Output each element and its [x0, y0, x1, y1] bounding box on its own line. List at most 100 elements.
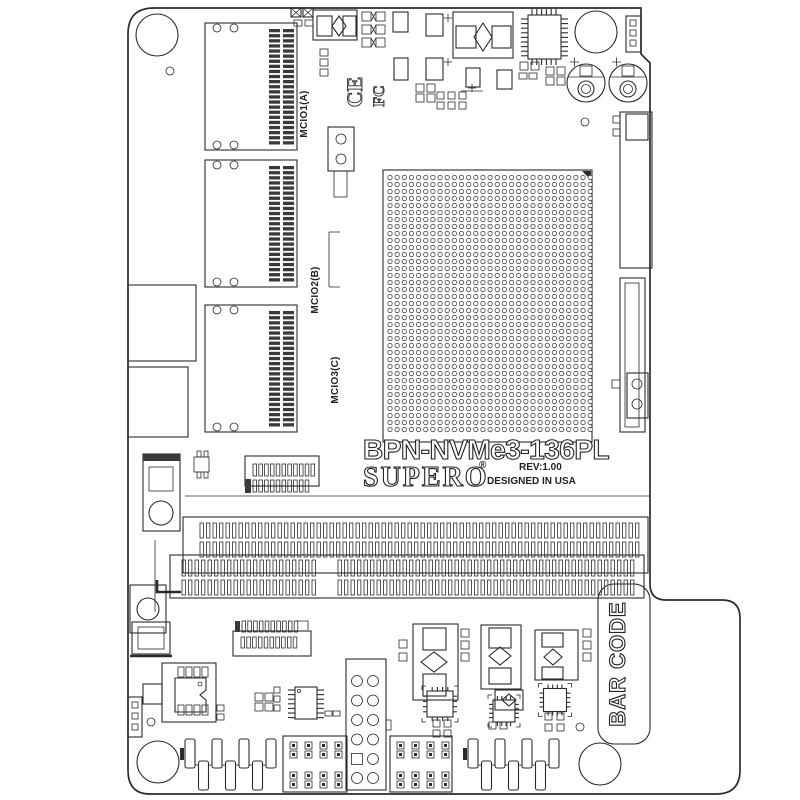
mcio-pad [269, 125, 280, 130]
slot-pad [466, 522, 471, 539]
slot-pad [329, 541, 334, 558]
bga-ball [437, 419, 443, 426]
bga-ball [473, 244, 479, 251]
bga-ball [415, 209, 422, 216]
jumper-pin [396, 771, 405, 780]
bga-ball [516, 391, 522, 398]
mcio-pad [269, 131, 280, 135]
bga-ball [444, 384, 450, 391]
bga-ball [423, 265, 429, 272]
bga-ball [401, 356, 407, 363]
bga-ball [551, 412, 558, 419]
mcio-pad [269, 418, 280, 422]
jumper-pin [304, 771, 313, 780]
bga-ball [580, 342, 586, 349]
slot-pad [448, 579, 453, 596]
bga-ball [394, 405, 400, 412]
slot-pad [602, 522, 607, 539]
slot-pad [597, 559, 602, 577]
bga-ball [423, 419, 429, 426]
bga-ball [423, 174, 429, 181]
bga-ball [444, 251, 450, 258]
mcio-b-label: MCIO2(B) [310, 266, 321, 313]
mcio-pad [283, 95, 294, 99]
ffc-body [232, 630, 312, 657]
bga-ball [537, 426, 543, 433]
bga-ball [580, 216, 586, 223]
mounting-hole [578, 742, 622, 786]
bga-ball [501, 370, 507, 377]
slot-pad [615, 522, 620, 539]
bga-ball [430, 391, 436, 398]
bga-ball [516, 202, 522, 209]
bracket-tail [333, 170, 348, 198]
bga-ball [551, 363, 558, 370]
ffc-pad [281, 479, 286, 493]
ffc-pad [286, 636, 292, 649]
ffc-key [235, 621, 240, 632]
bga-ball [487, 356, 493, 363]
slot-pad [571, 559, 576, 577]
bga-ball [473, 328, 479, 335]
pin [177, 666, 185, 678]
bga-ball [516, 223, 522, 230]
qfn-corner-marks [487, 694, 521, 728]
bga-ball [501, 300, 507, 307]
bga-ball [458, 223, 465, 230]
slot-pad [292, 579, 297, 596]
mcio-pad [283, 90, 294, 94]
bga-ball [558, 349, 565, 356]
slot-pad [526, 559, 531, 577]
slot-pad [220, 579, 225, 596]
bga-ball [473, 174, 479, 181]
bga-ball [544, 244, 550, 251]
bga-ball [537, 230, 543, 237]
bga-ball [544, 300, 550, 307]
slot-pad [459, 522, 464, 539]
bga-ball [408, 321, 415, 328]
bga-ball [444, 405, 450, 412]
bga-ball [523, 342, 529, 349]
bga-ball [516, 244, 522, 251]
bga-ball [508, 223, 515, 230]
slot-pad [227, 559, 232, 577]
bga-ball [508, 405, 515, 412]
slot-pad [258, 522, 263, 539]
ffc-pad [264, 620, 270, 633]
bga-ball [387, 244, 393, 251]
bga-ball [544, 307, 550, 314]
bga-ball [566, 370, 572, 377]
bga-ball [523, 335, 529, 342]
bracket-pad [148, 466, 174, 492]
header-pin [367, 714, 379, 726]
bga-ball [508, 426, 515, 433]
bga-ball [466, 370, 472, 377]
bga-ball [423, 188, 429, 195]
mcio-pad [283, 69, 294, 74]
bga-ball [573, 426, 579, 433]
retention-bracket [626, 372, 649, 419]
slot-pad [441, 579, 446, 596]
bga-ball [458, 174, 465, 181]
bga-ball [551, 328, 558, 335]
slot-pad [279, 559, 284, 577]
bga-ball [387, 307, 393, 314]
bga-ball [530, 195, 536, 202]
capacitor [458, 91, 467, 100]
bga-ball [408, 209, 415, 216]
bga-ball [523, 265, 529, 272]
slot-pad [370, 579, 375, 596]
dcdc-converter-1 [398, 623, 459, 701]
capacitor [499, 721, 508, 730]
jumper-pin-dot [429, 753, 432, 756]
slot-pad [479, 541, 484, 558]
bga-ball [494, 391, 500, 398]
jumper-pin [396, 750, 405, 759]
capacitor [273, 686, 281, 694]
bga-ball [580, 328, 586, 335]
bga-ball [394, 300, 400, 307]
bga-ball [430, 216, 436, 223]
bga-ball [394, 328, 400, 335]
bga-ball [466, 419, 472, 426]
slot-pad [511, 522, 516, 539]
